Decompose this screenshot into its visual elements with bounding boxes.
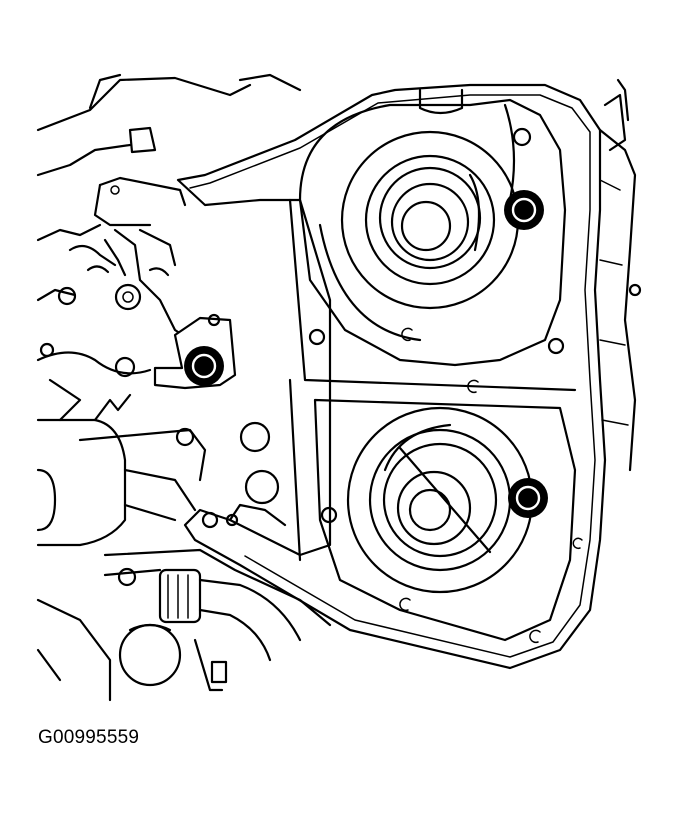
cover-mounting-holes bbox=[201, 127, 642, 644]
engine-block-background bbox=[36, 73, 332, 702]
bolt-lower-right bbox=[508, 478, 548, 518]
engine-timing-cover-diagram bbox=[36, 73, 642, 702]
upper-camshaft-sprocket bbox=[318, 130, 520, 342]
figure-code: G00995559 bbox=[38, 727, 140, 748]
bolt-upper-right bbox=[504, 190, 544, 230]
lower-crankshaft-sprocket bbox=[346, 406, 534, 594]
bolt-left-bracket bbox=[153, 313, 237, 390]
timing-cover bbox=[176, 78, 637, 670]
